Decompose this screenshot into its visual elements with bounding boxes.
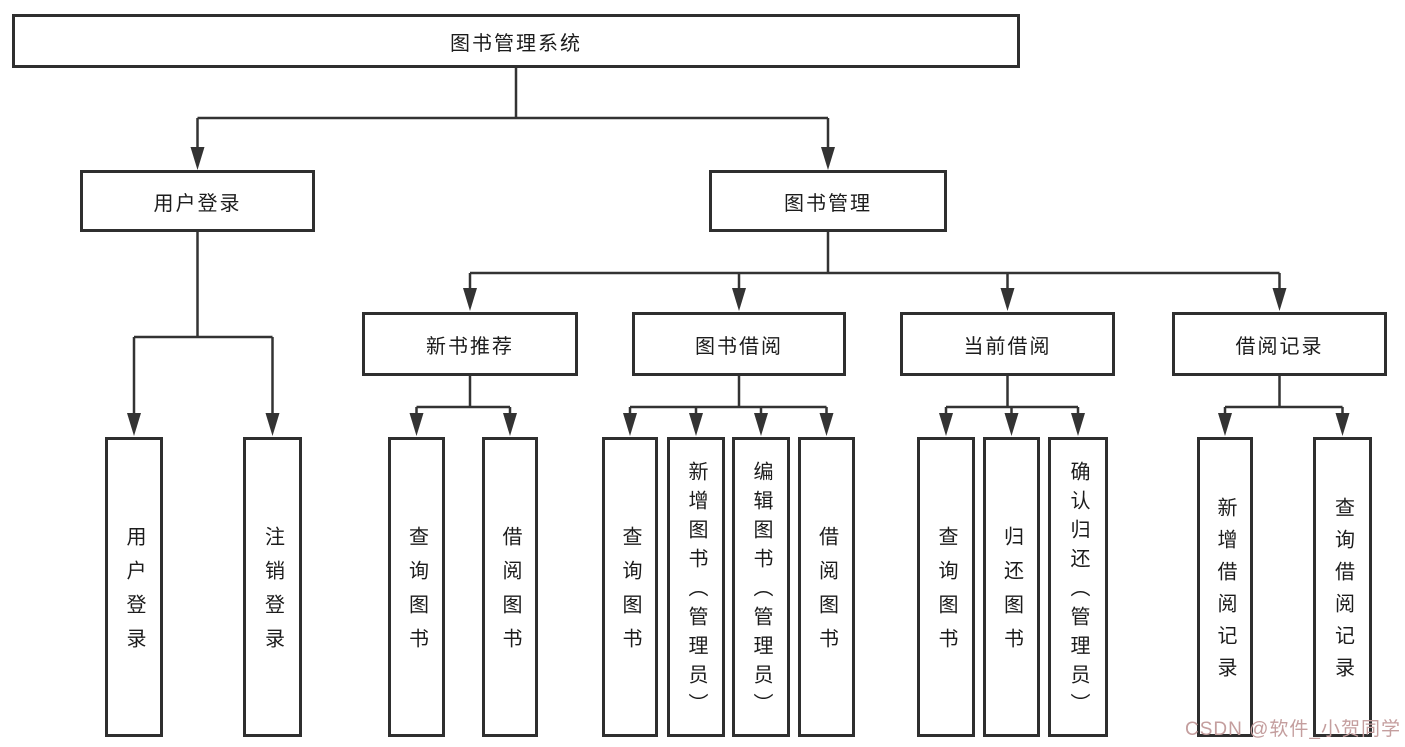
leaf-query-books-current: 查询图书 [917, 437, 975, 737]
node-new-book-recommendation: 新书推荐 [362, 312, 578, 376]
node-book-management: 图书管理 [709, 170, 947, 232]
leaf-add-borrow-record: 新增借阅记录 [1197, 437, 1253, 737]
leaf-query-books-borrowing: 查询图书 [602, 437, 658, 737]
node-label: 图书管理 [784, 192, 872, 215]
leaf-return-book: 归还图书 [983, 437, 1040, 737]
node-user-login: 用户登录 [80, 170, 315, 232]
leaf-borrow-books-recommendation: 借阅图书 [482, 437, 538, 737]
node-library-management-system: 图书管理系统 [12, 14, 1020, 68]
leaf-label: 归还图书 [1000, 526, 1023, 662]
leaf-label: 查询图书 [405, 526, 428, 662]
leaf-borrow-books-borrowing: 借阅图书 [798, 437, 855, 737]
leaf-user-login: 用户登录 [105, 437, 163, 737]
leaf-label: 借阅图书 [499, 526, 521, 662]
leaf-edit-book-admin: 编辑图书（管理员） [732, 437, 790, 737]
leaf-label: 确认归还（管理员） [1067, 461, 1089, 722]
node-label: 用户登录 [153, 192, 242, 215]
node-label: 借阅记录 [1235, 335, 1324, 358]
leaf-add-book-admin: 新增图书（管理员） [667, 437, 725, 737]
csdn-watermark: CSDN @软件_小贺同学 [1185, 719, 1401, 740]
leaf-query-books-recommendation: 查询图书 [388, 437, 445, 737]
leaf-label: 新增借阅记录 [1214, 497, 1236, 689]
leaf-query-borrow-record: 查询借阅记录 [1313, 437, 1372, 737]
node-book-borrowing: 图书借阅 [632, 312, 846, 376]
leaf-label: 用户登录 [123, 526, 145, 662]
node-label: 图书借阅 [695, 335, 783, 358]
leaf-logout: 注销登录 [243, 437, 302, 737]
leaf-label: 借阅图书 [815, 526, 838, 662]
node-current-borrowing: 当前借阅 [900, 312, 1115, 376]
node-borrowing-records: 借阅记录 [1172, 312, 1387, 376]
leaf-label: 新增图书（管理员） [685, 461, 707, 722]
leaf-label: 查询图书 [935, 526, 957, 662]
leaf-label: 查询图书 [619, 526, 641, 662]
node-label: 当前借阅 [963, 335, 1052, 358]
leaf-confirm-return-admin: 确认归还（管理员） [1048, 437, 1108, 737]
node-label: 图书管理系统 [450, 32, 582, 55]
leaf-label: 注销登录 [261, 526, 284, 662]
leaf-label: 查询借阅记录 [1331, 497, 1354, 689]
leaf-label: 编辑图书（管理员） [750, 461, 772, 722]
node-label: 新书推荐 [426, 335, 514, 358]
